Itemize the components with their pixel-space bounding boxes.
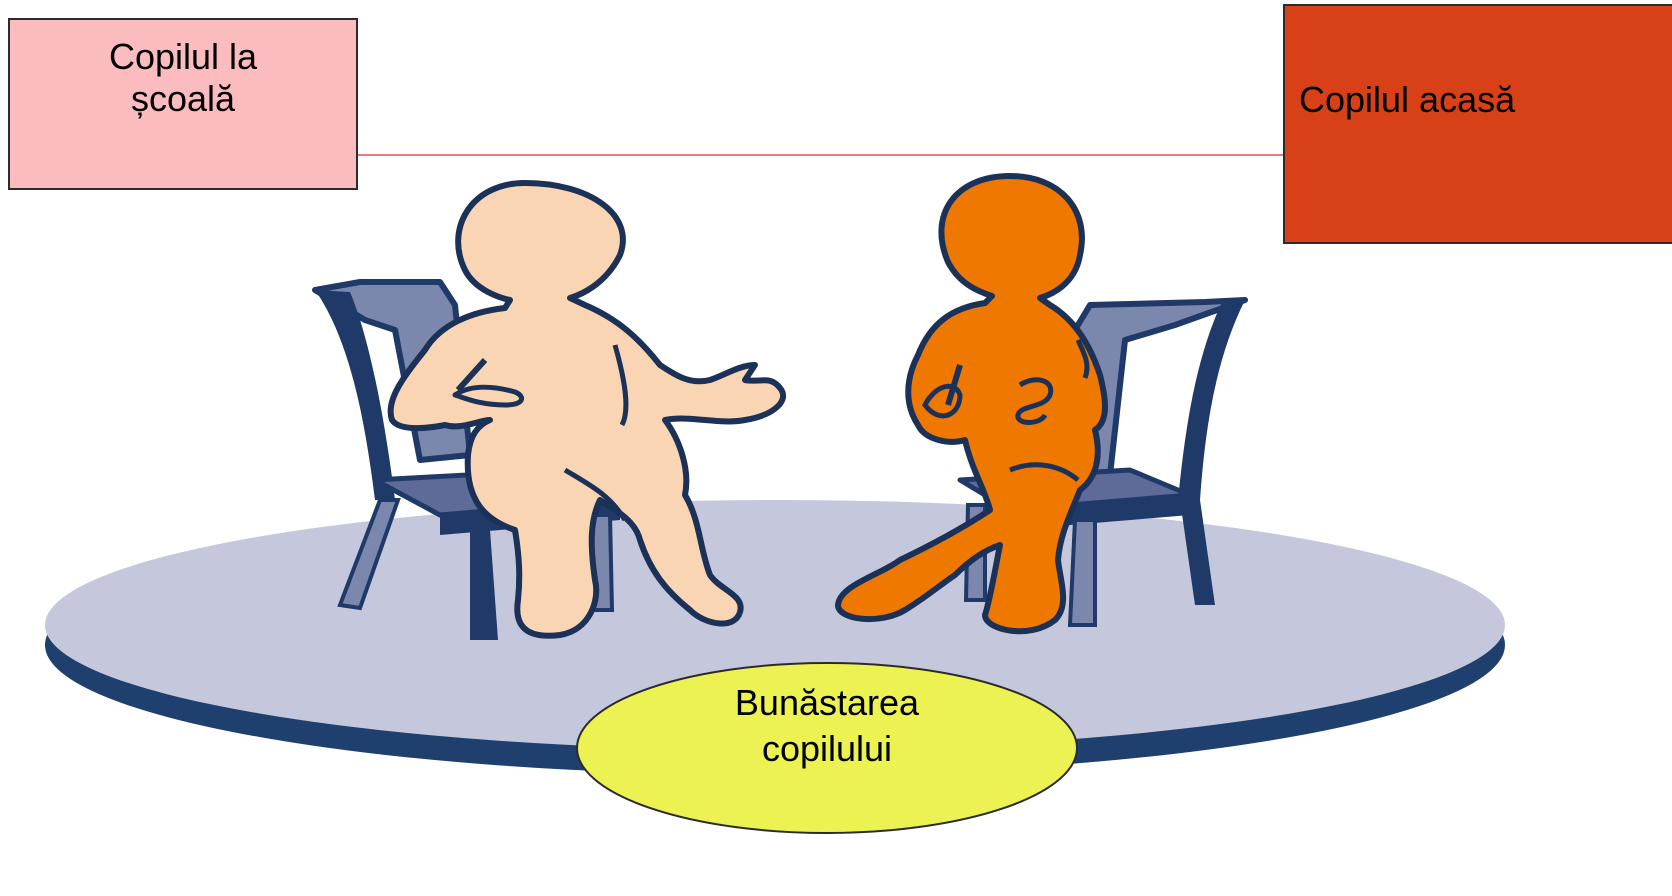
wellbeing-label-line-1: Bunăstarea — [734, 682, 920, 723]
child-at-school-box: Copilul la școală — [8, 18, 358, 190]
seated-person-gesturing-icon — [387, 180, 787, 639]
chair-icon — [312, 279, 623, 640]
school-label-line-1: Copilul la — [108, 36, 258, 77]
seated-person-listening-icon — [835, 173, 1108, 635]
wellbeing-label-line-2: copilului — [761, 728, 893, 769]
wellbeing-ellipse — [576, 662, 1078, 834]
child-at-home-box: Copilul acasă — [1283, 4, 1672, 244]
school-label-line-2: școală — [130, 78, 236, 119]
home-label: Copilul acasă — [1299, 79, 1516, 120]
wellbeing-label: Bunăstarea copilului — [652, 680, 1002, 772]
platform — [45, 500, 1505, 775]
